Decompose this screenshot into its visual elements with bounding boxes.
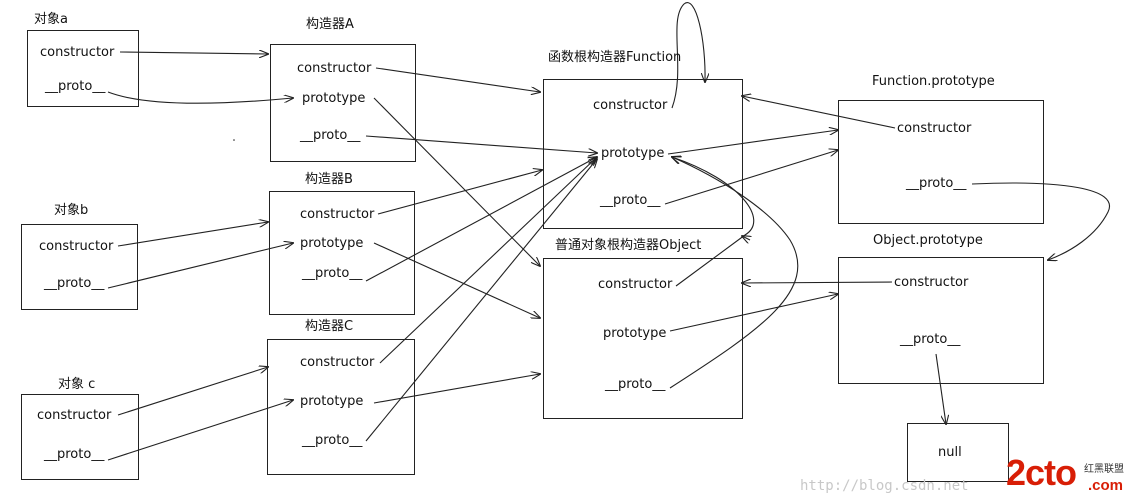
object-c-box [21,394,139,480]
arrow-c-constructor [117,367,268,416]
watermark-url: http://blog.csdn.net [800,478,969,494]
constructor-b-box [269,191,415,315]
constructor-c-constructor: constructor [300,355,375,370]
arrow-funcproto-proto [971,182,1111,260]
arrow-function-prototype [667,130,838,155]
function-root-proto: __proto__ [600,193,661,208]
object-b-title: 对象b [54,203,89,218]
constructor-c-title: 构造器C [305,319,354,334]
arrow-objproto-proto [935,353,946,424]
constructor-b-title: 构造器B [305,172,353,187]
function-root-title: 函数根构造器Function [548,50,682,65]
object-a-box [27,30,139,107]
function-prototype-constructor: constructor [897,121,972,136]
object-root-title: 普通对象根构造器Object [555,238,702,253]
object-a-proto: __proto__ [45,79,106,94]
constructor-a-title: 构造器A [306,17,354,32]
arrow-b-constructor [117,222,268,247]
constructor-c-box [267,339,415,475]
constructor-b-prototype: prototype [300,236,364,251]
arrow-funcproto-constructor [742,96,896,129]
arrow-function-self-constructor [671,2,705,109]
constructor-b-proto: __proto__ [302,266,363,281]
object-a-constructor: constructor [40,45,115,60]
null-label: null [938,445,962,460]
object-c-title: 对象 c [58,377,96,392]
arrow-a-proto [107,91,293,104]
logo-2cto: 2cto [1006,452,1077,493]
arrow-a-constructor [119,52,268,54]
arrow-ctorA-prototype [373,97,540,266]
function-root-constructor: constructor [593,98,668,113]
constructor-a-prototype: prototype [302,91,366,106]
arrow-ctorC-proto [365,159,597,442]
object-b-proto: __proto__ [44,276,105,291]
object-prototype-title: Object.prototype [873,233,983,248]
arrow-object-prototype [669,294,838,332]
arrow-ctorA-proto [365,135,597,153]
object-root-prototype: prototype [603,326,667,341]
object-prototype-proto: __proto__ [900,332,961,347]
object-root-box [543,258,743,419]
arrow-b-proto [107,243,293,289]
constructor-c-proto: __proto__ [302,433,363,448]
constructor-b-constructor: constructor [300,207,375,222]
arrow-objproto-constructor [742,282,893,283]
object-prototype-constructor: constructor [894,275,969,290]
function-prototype-proto: __proto__ [906,176,967,191]
function-root-box [543,79,743,229]
arrow-ctorB-prototype [373,242,540,318]
logo-com: .com [1088,477,1124,494]
object-b-box [21,224,138,310]
object-a-title: 对象a [34,12,68,27]
arrow-object-constructor [672,157,755,287]
function-prototype-box [838,100,1044,224]
constructor-a-box [270,44,416,162]
arrow-ctorB-proto [365,157,597,282]
arrow-function-proto [664,150,838,205]
object-c-proto: __proto__ [44,447,105,462]
arrow-ctorC-constructor [379,157,597,364]
arrow-ctorA-constructor [375,67,540,92]
constructor-c-prototype: prototype [300,394,364,409]
arrow-object-proto [669,157,799,389]
object-root-constructor: constructor [598,277,673,292]
object-root-proto: __proto__ [605,377,666,392]
logo-cn: 红黑联盟 [1084,464,1124,475]
arrow-ctorC-prototype [373,374,540,404]
null-box [907,423,1009,482]
object-b-constructor: constructor [39,239,114,254]
object-prototype-box [838,257,1044,384]
arrow-ctorB-constructor [377,170,542,215]
function-root-prototype: prototype [601,146,665,161]
constructor-a-constructor: constructor [297,61,372,76]
object-c-constructor: constructor [37,408,112,423]
constructor-a-proto: __proto__ [300,128,361,143]
function-prototype-title: Function.prototype [872,74,995,89]
arrow-funcproto-bidir [742,236,750,240]
